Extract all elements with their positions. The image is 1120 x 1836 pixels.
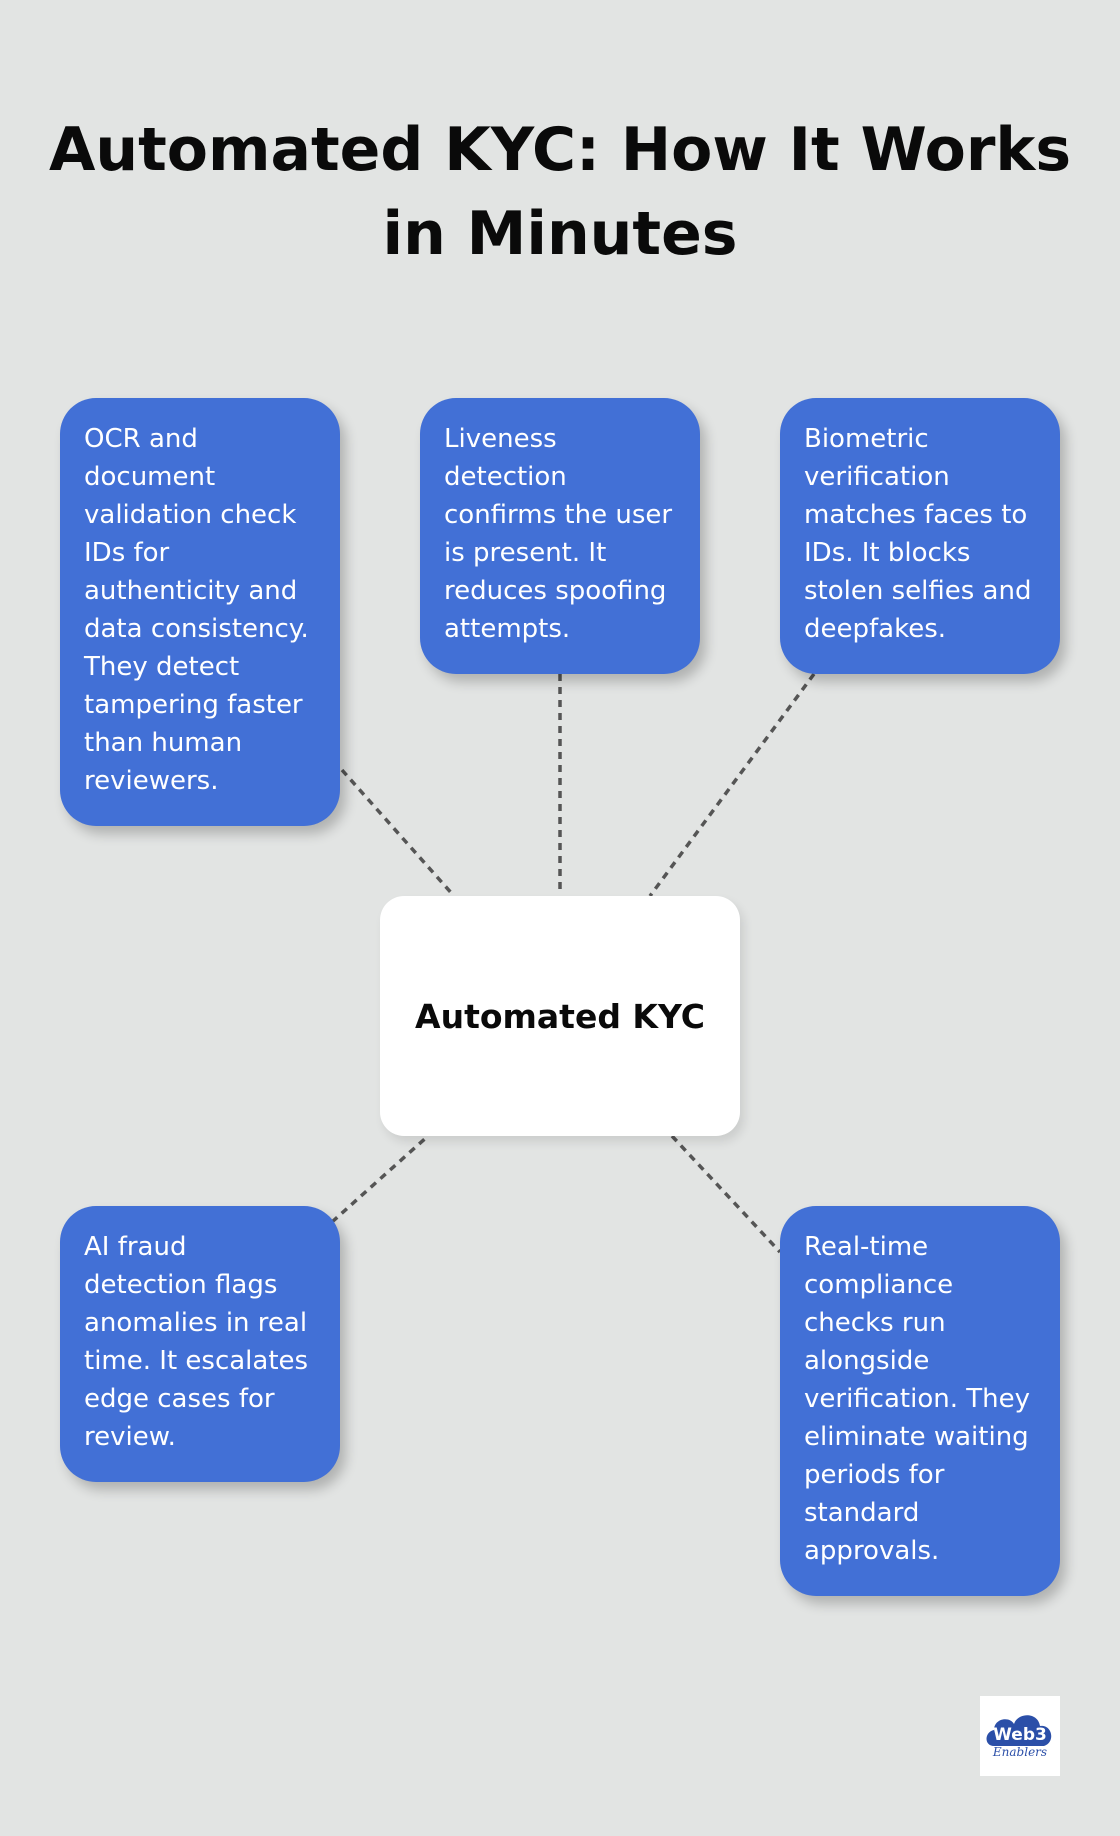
- center-node-label: Automated KYC: [415, 996, 705, 1036]
- logo-wordmark: Web3: [993, 1725, 1047, 1745]
- feature-box-ocr: OCR and document validation check IDs fo…: [60, 398, 340, 826]
- connector-box-3: [648, 672, 816, 898]
- feature-box-compliance: Real-time compliance checks run alongsid…: [780, 1206, 1060, 1596]
- logo-subtext: Enablers: [992, 1745, 1047, 1759]
- feature-box-fraud-detection: AI fraud detection flags anomalies in re…: [60, 1206, 340, 1482]
- feature-box-biometric: Biometric verification matches faces to …: [780, 398, 1060, 674]
- connector-box-4: [330, 1134, 430, 1224]
- web3-enablers-logo: Web3 Enablers: [980, 1696, 1060, 1776]
- connector-box-5: [670, 1134, 782, 1254]
- page-title: Automated KYC: How It Works in Minutes: [48, 115, 1072, 269]
- center-node: Automated KYC: [380, 896, 740, 1136]
- cloud-logo-icon: Web3 Enablers: [986, 1715, 1052, 1759]
- feature-box-liveness: Liveness detection confirms the user is …: [420, 398, 700, 674]
- connector-box-1: [340, 768, 456, 898]
